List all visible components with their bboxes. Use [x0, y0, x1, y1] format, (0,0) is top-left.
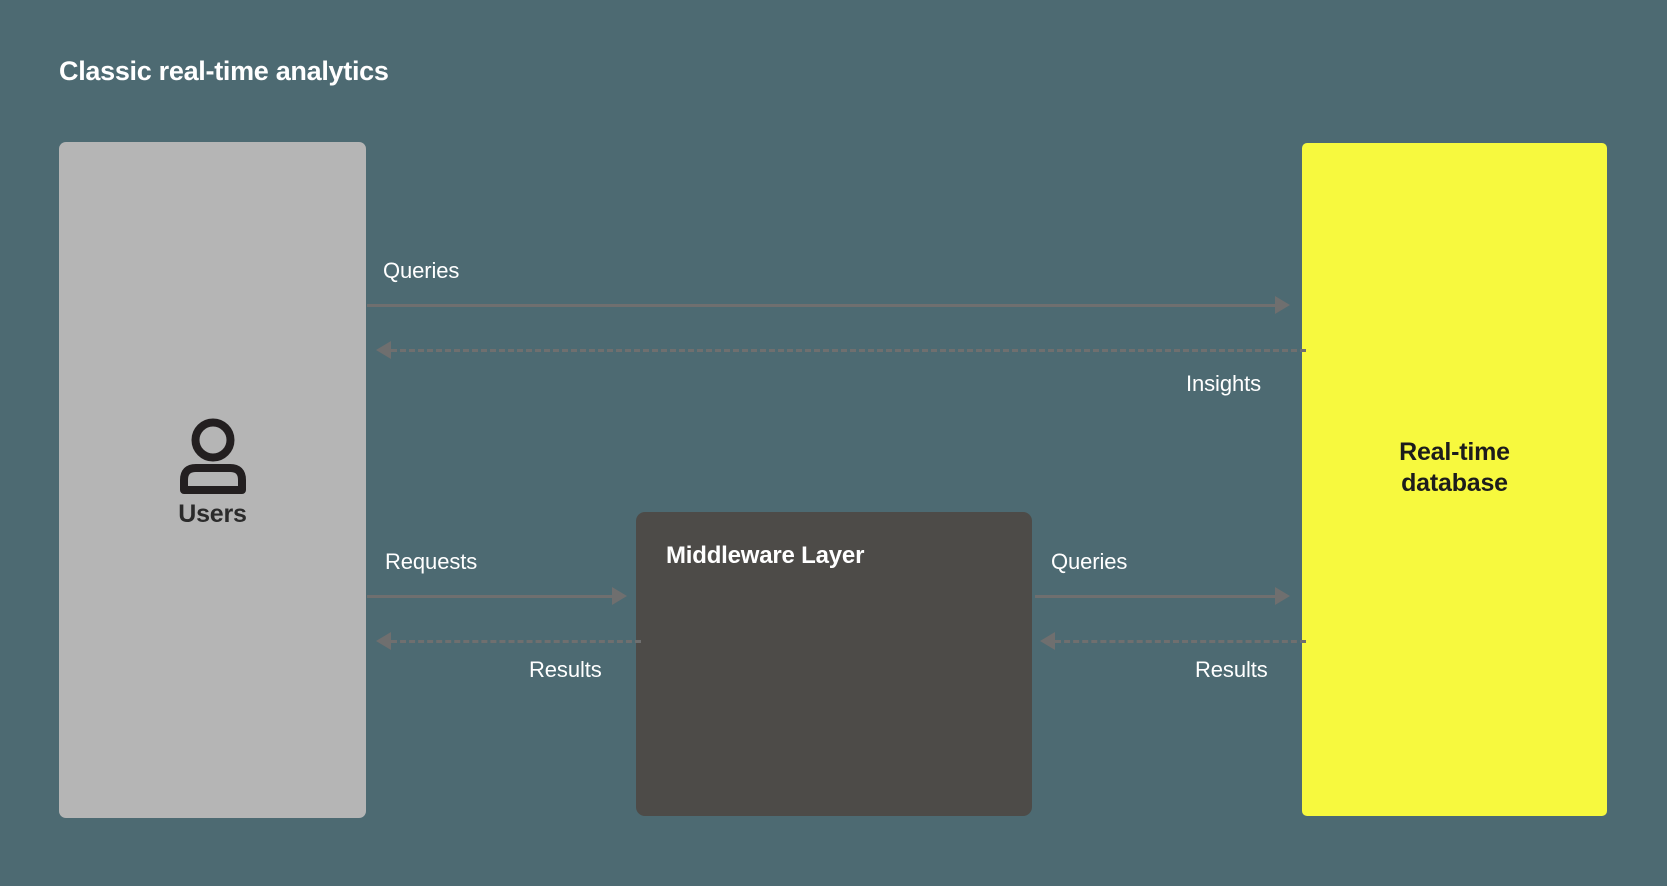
connector-label-insights: Insights	[1186, 371, 1262, 396]
connector-label-requests: Requests	[385, 549, 478, 574]
connector-line	[391, 640, 641, 643]
connector-line	[1035, 595, 1275, 598]
arrow-head-left-icon	[1040, 632, 1055, 650]
arrow-head-left-icon	[376, 632, 391, 650]
node-middleware[interactable]: Middleware Layer	[636, 512, 1032, 816]
arrow-head-right-icon	[612, 587, 627, 605]
connector-label-results-right: Results	[1195, 657, 1268, 682]
node-database-label-line1: Real-time	[1399, 438, 1510, 466]
node-users-label: Users	[178, 500, 247, 528]
connector-label-results-left: Results	[529, 657, 602, 682]
node-database[interactable]: Real-time database	[1302, 143, 1607, 816]
connector-label-queries-middle: Queries	[1051, 549, 1128, 574]
connector-line	[1055, 640, 1306, 643]
node-users[interactable]: Users	[59, 142, 366, 818]
page-title: Classic real-time analytics	[59, 56, 389, 86]
arrow-head-left-icon	[376, 341, 391, 359]
node-database-label-line2: database	[1401, 469, 1508, 498]
connector-label-queries-top: Queries	[383, 258, 460, 283]
connector-line	[367, 595, 612, 598]
connector-line	[367, 304, 1275, 307]
arrow-head-right-icon	[1275, 296, 1290, 314]
arrow-head-right-icon	[1275, 587, 1290, 605]
node-middleware-label: Middleware Layer	[666, 542, 865, 569]
users-node-content: Users	[59, 418, 366, 529]
node-database-label: Real-time database	[1302, 437, 1607, 500]
connector-line	[391, 349, 1306, 352]
user-icon	[179, 418, 246, 494]
